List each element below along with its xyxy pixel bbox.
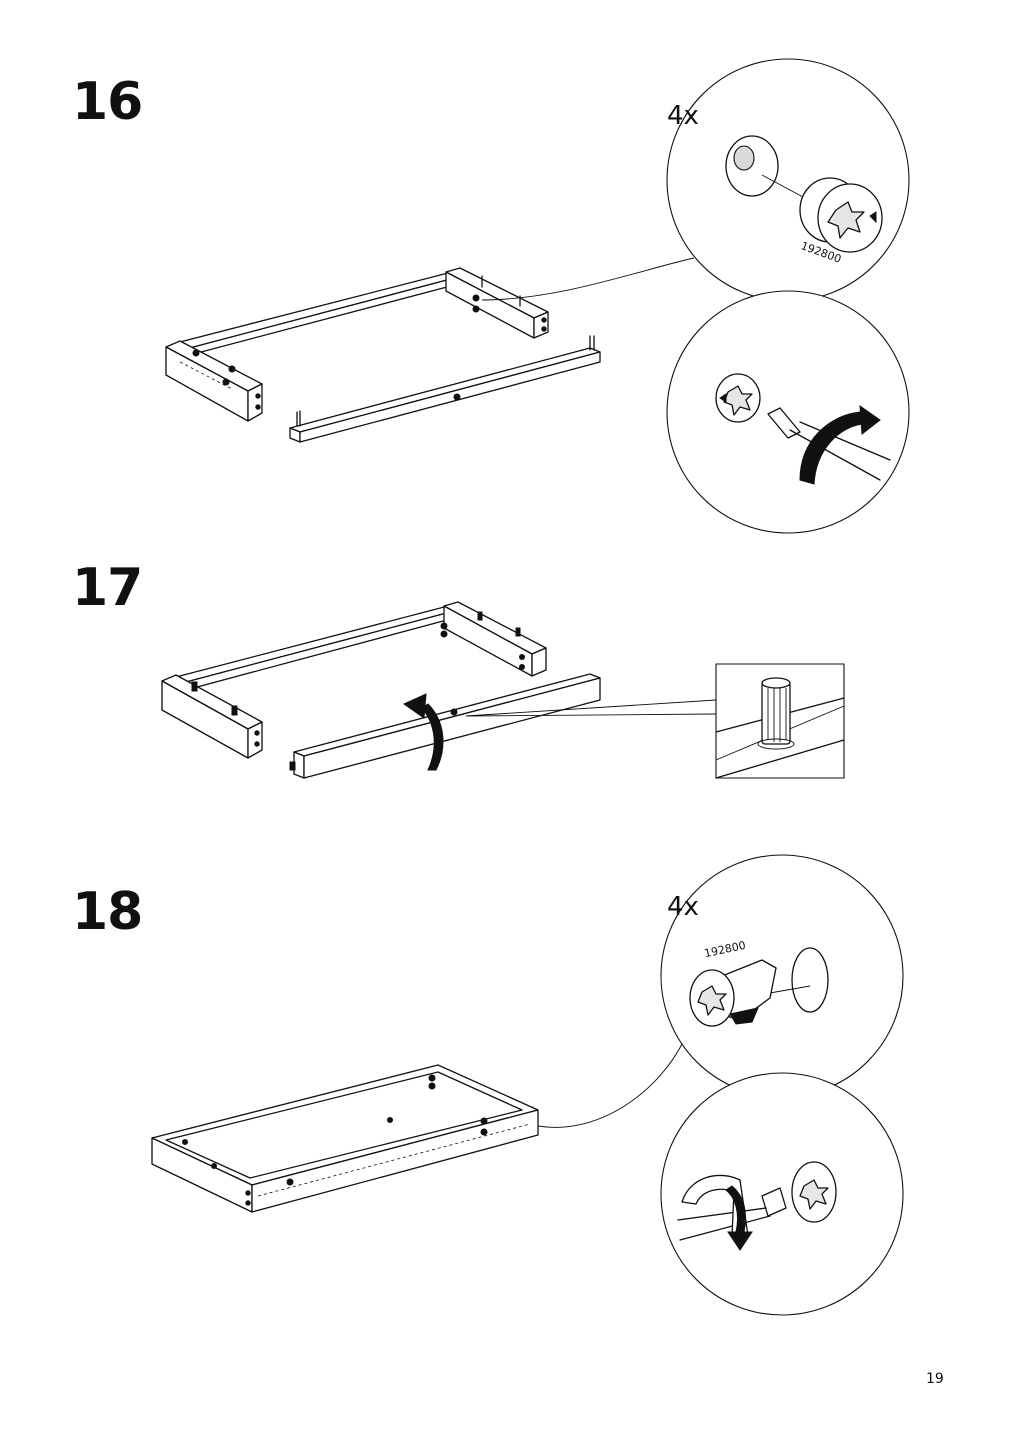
rotate-arrow-icon [402, 693, 444, 771]
quantity-label: 4x [667, 892, 699, 922]
step-17-illustration [161, 601, 845, 779]
screwdriver-tighten-icon [715, 373, 891, 485]
step-number: 16 [72, 72, 143, 132]
step-number: 18 [72, 882, 143, 942]
dowel-detail-icon [715, 677, 845, 779]
frame-assembly-illustration [165, 267, 601, 443]
frame-assembly-illustration [161, 601, 601, 779]
frame-assembly-illustration [151, 1064, 539, 1213]
page-number: 19 [926, 1371, 944, 1387]
cam-lock-detail-icon [689, 947, 829, 1027]
screwdriver-tighten-icon [677, 1161, 837, 1251]
step-number: 17 [72, 558, 143, 618]
step-16-illustration [165, 58, 910, 534]
quantity-label: 4x [667, 101, 699, 131]
step-18-illustration [151, 854, 904, 1316]
cam-lock-detail-icon [725, 135, 883, 253]
